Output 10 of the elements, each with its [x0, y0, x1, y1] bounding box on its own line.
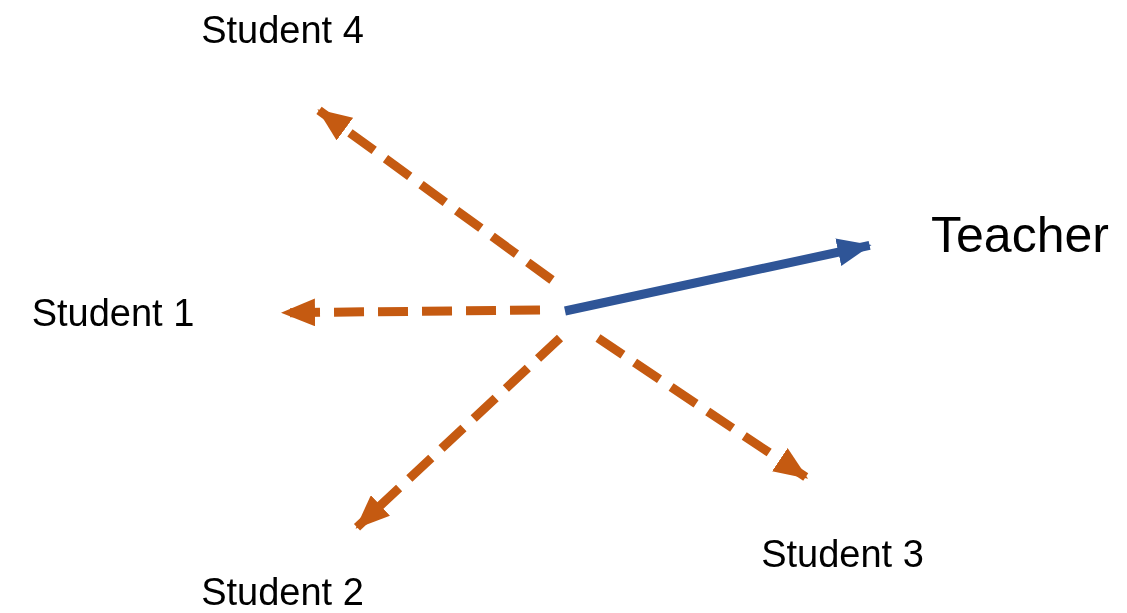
arrow [595, 334, 809, 482]
node-label: Student 3 [761, 534, 924, 573]
arrow [281, 298, 541, 327]
node-label: Student 4 [201, 11, 364, 49]
arrow [316, 106, 555, 284]
node-label: Student 1 [31, 294, 195, 332]
node-label: Teacher [931, 210, 1109, 260]
arrow [564, 238, 872, 316]
node-label: Student 2 [201, 572, 364, 611]
arrow [353, 334, 564, 531]
